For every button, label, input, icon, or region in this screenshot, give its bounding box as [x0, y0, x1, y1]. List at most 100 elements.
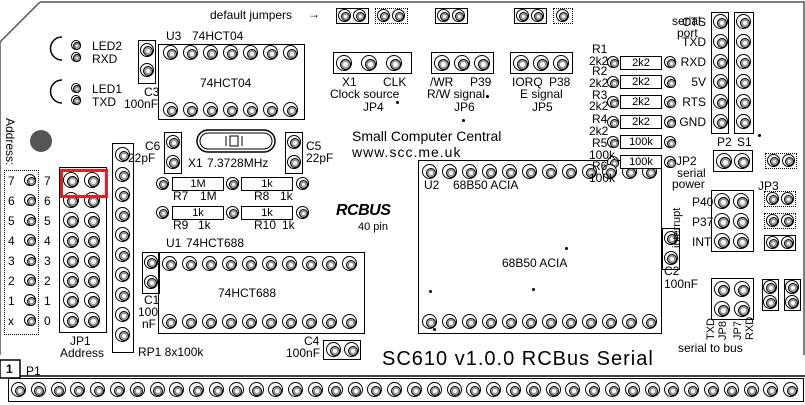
pin-hole [727, 385, 738, 396]
c4-ref: C4 [304, 334, 320, 348]
pin-pad [766, 236, 779, 249]
jp3-p40: P40 [692, 195, 714, 209]
pin-pad [338, 9, 351, 22]
led1-signal: TXD [92, 95, 116, 109]
pin-hole [286, 48, 297, 59]
pin-hole [666, 158, 676, 168]
pin-hole [534, 12, 543, 21]
r8-ref: R8 [254, 189, 270, 203]
pin-hole [341, 12, 350, 21]
jp2-desc-2: power [672, 177, 705, 191]
jp6-desc: R/W signal [427, 87, 486, 101]
r5-value: 100k [589, 148, 616, 162]
pin-hole [736, 196, 748, 208]
u1-pin [222, 256, 237, 271]
pin-pad [140, 63, 154, 77]
u1-part: 74HCT688 [186, 236, 245, 250]
header-outline [711, 190, 754, 252]
pin-hole [556, 58, 568, 70]
pin-pad [716, 153, 732, 169]
pin-hole [608, 385, 619, 396]
jp3-int: INT [692, 235, 712, 249]
pin-pad [226, 177, 239, 190]
serial-port-title-2: port [677, 26, 698, 40]
jp1-pin [63, 272, 79, 288]
u3-pin [163, 102, 178, 117]
r9-body: 1k [172, 206, 224, 220]
rp1-pin [115, 287, 130, 302]
pin-hole [118, 150, 129, 161]
jp1-pin [63, 312, 79, 328]
u2-pin [462, 314, 477, 329]
pin-pad [24, 214, 36, 226]
pin-pad [766, 214, 779, 227]
pin-hole [299, 209, 308, 218]
jp1-pin [84, 172, 100, 188]
pin-pad [144, 275, 158, 289]
pin-hole [93, 385, 104, 396]
header-outline [765, 153, 797, 169]
p1-pin [605, 382, 620, 397]
pin-hole [26, 196, 36, 206]
u1-pin [162, 314, 177, 329]
jp1-pin [63, 172, 79, 188]
c2-ref: C2 [664, 264, 680, 278]
pin-hole [87, 295, 99, 307]
header-outline [784, 279, 801, 311]
pin-hole [549, 385, 560, 396]
p1-pin [149, 382, 165, 397]
rcbus-pins: 40 pin [358, 221, 388, 233]
pin-pad [140, 43, 154, 57]
pin-hole [265, 317, 276, 328]
header-outline [375, 8, 408, 24]
pin-pad [24, 234, 36, 246]
u1-pin [262, 256, 277, 271]
jp4-pin [386, 55, 402, 71]
serial-port-pin-label-rts: RTS [682, 95, 706, 109]
pin-pad [326, 342, 341, 357]
u1-pin [242, 314, 257, 329]
p1-pin [565, 382, 581, 397]
pin-hole [66, 255, 78, 267]
header-outline [59, 167, 107, 333]
r9-value: 1k [198, 218, 211, 232]
header-outline [514, 8, 547, 24]
pin-pad [71, 83, 81, 93]
pin-hole [26, 236, 36, 246]
pin-hole [717, 304, 729, 316]
pin-pad [785, 295, 799, 309]
pin-hole [425, 317, 436, 328]
pin-hole [118, 170, 129, 181]
header-outline [323, 340, 361, 360]
pin-hole [325, 317, 336, 328]
p1-pin [783, 382, 799, 397]
r10-ref: R10 [254, 218, 277, 232]
r4-ref: R4 [592, 112, 608, 126]
c5-ref: C5 [306, 139, 322, 153]
pin-pad [607, 56, 619, 68]
pin-hole [736, 236, 748, 248]
pin-hole [26, 296, 36, 306]
pin-hole [625, 167, 636, 178]
pin-hole [226, 105, 237, 116]
pin-hole [73, 54, 81, 62]
pin-hole [666, 98, 676, 108]
pin-hole [457, 58, 469, 70]
jp1-pin [63, 252, 79, 268]
pin-pad [607, 96, 619, 108]
p1-pin [70, 382, 86, 397]
r4-body: 2k2 [620, 115, 662, 129]
c3-value: 100nF [124, 97, 159, 111]
pin-pad [785, 280, 799, 294]
header-outline [762, 279, 779, 311]
pin-hole [645, 317, 656, 328]
jp5-l1: IORQ [512, 75, 543, 89]
u2-pin [502, 314, 517, 329]
pin-hole [87, 175, 99, 187]
p2-pin [713, 74, 728, 89]
p1-pin [129, 382, 145, 397]
pin-hole [87, 315, 99, 327]
jp1-row-7-highlight[interactable] [60, 169, 108, 198]
u2-pin [482, 164, 497, 179]
pin-hole [311, 385, 322, 396]
